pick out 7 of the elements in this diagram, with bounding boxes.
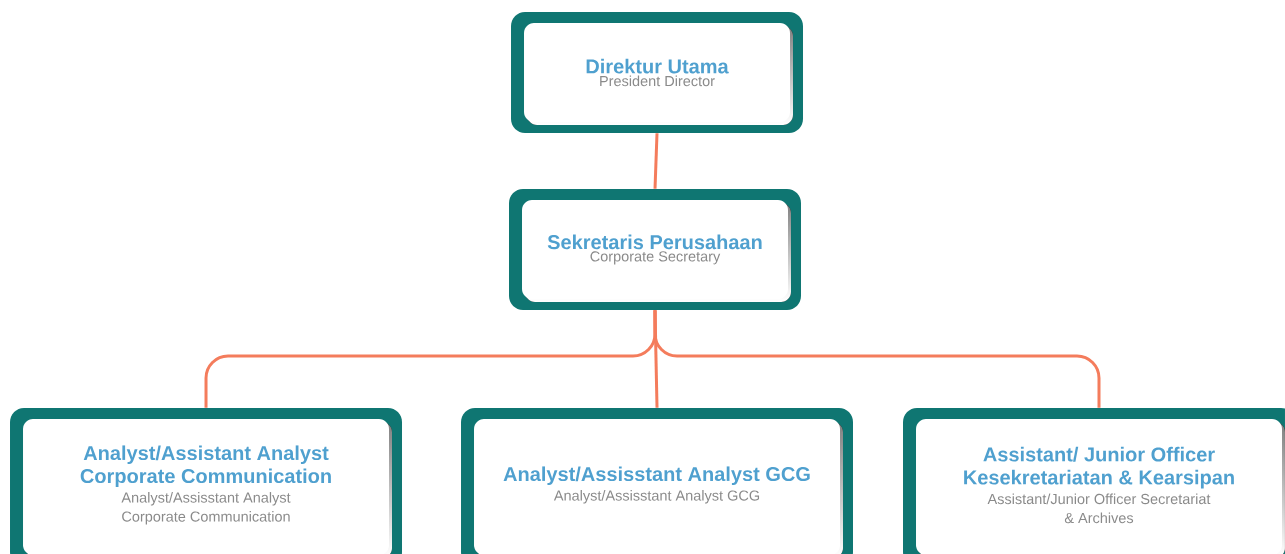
connector-line (653, 310, 1101, 408)
org-box: Direktur Utama President Director (511, 12, 803, 133)
org-box: Sekretaris Perusahaan Corporate Secretary (509, 189, 801, 310)
org-box: Analyst/Assistant Analyst Corporate Communication Analyst/Assisstant Analyst Corporate Communication (10, 408, 402, 554)
org-box: Analyst/Assisstant Analyst GCG Analyst/Assisstant Analyst GCG (461, 408, 853, 554)
connector-line (653, 133, 659, 189)
org-box: Assistant/ Junior Officer Kesekretariatan & Kearsipan Assistant/Junior Officer Secretariat & Archives (903, 408, 1285, 554)
